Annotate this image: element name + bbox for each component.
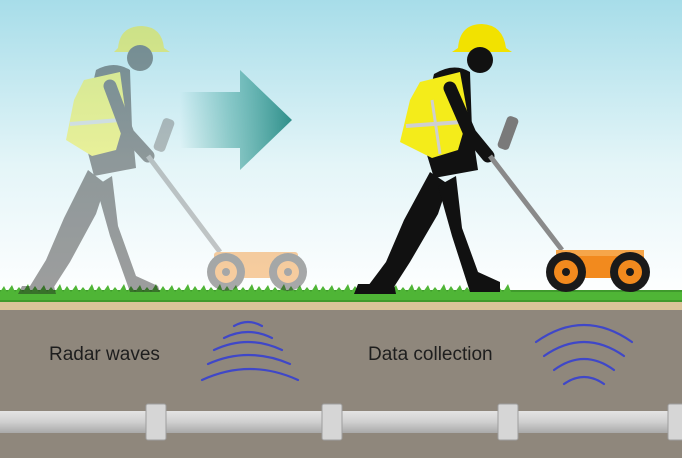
radar-signal-icon bbox=[200, 320, 300, 382]
soil-topsoil bbox=[0, 300, 682, 310]
worker-faded bbox=[18, 26, 307, 294]
worker-active bbox=[354, 24, 650, 294]
wifi-signal-icon bbox=[534, 324, 634, 386]
grass bbox=[0, 284, 682, 302]
arrow-right-icon bbox=[180, 70, 292, 170]
data-collection-label: Data collection bbox=[368, 344, 493, 365]
radar-waves-label: Radar waves bbox=[49, 344, 160, 365]
underground-pipe bbox=[0, 403, 682, 441]
